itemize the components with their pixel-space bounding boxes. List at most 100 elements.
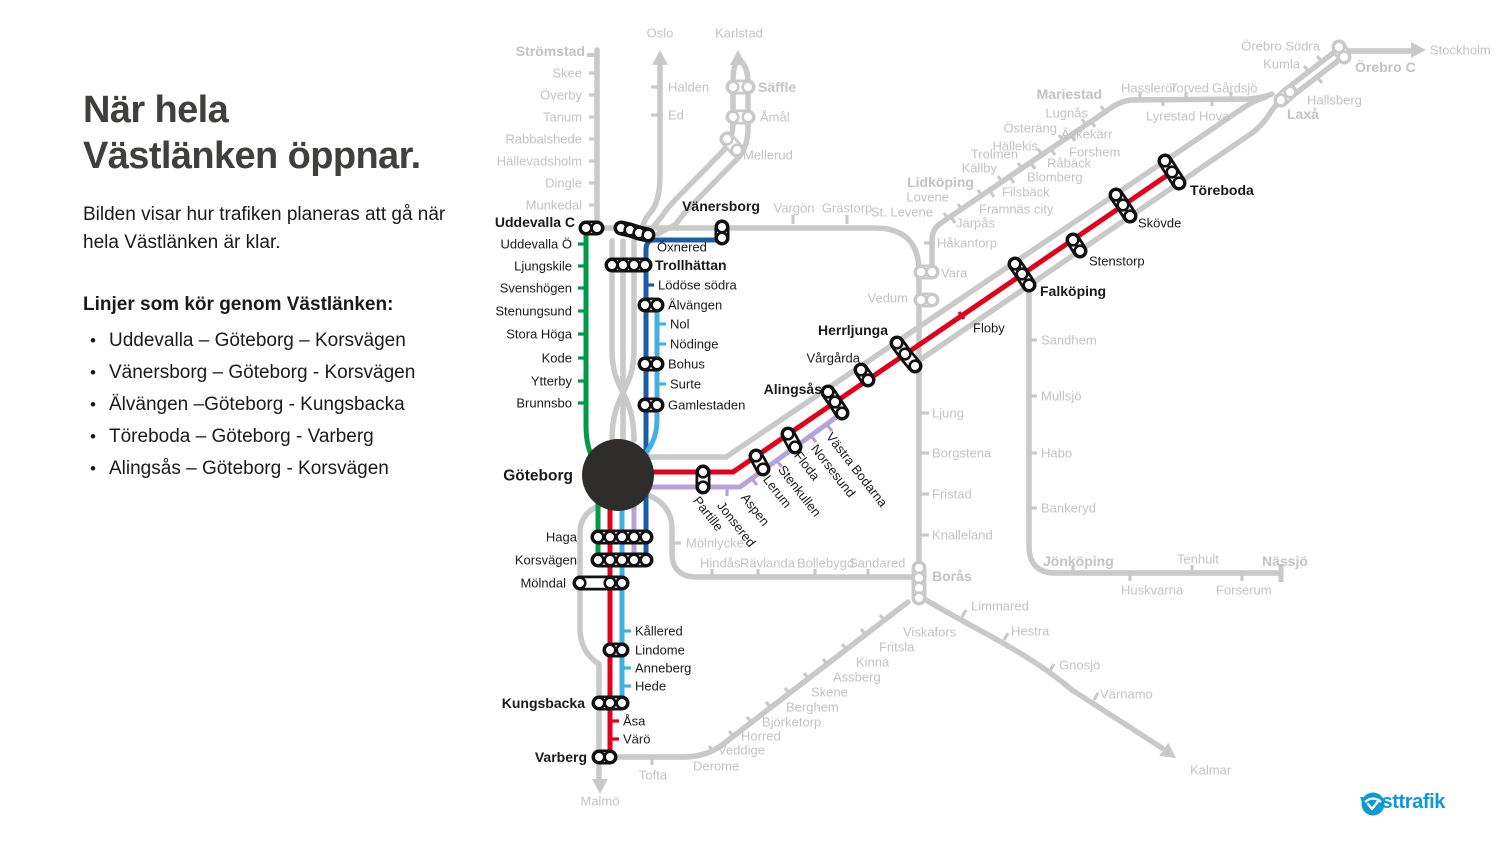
station-interchange-node	[1022, 278, 1036, 292]
station-label: Blomberg	[1027, 170, 1083, 185]
station-label: Bohus	[668, 357, 705, 372]
station-label: Lödöse södra	[658, 278, 738, 293]
station-label: Tofta	[639, 768, 668, 783]
station-interchange-node	[573, 576, 587, 590]
station-interchange-node	[788, 440, 802, 454]
station-label: Forshem	[1069, 145, 1120, 160]
station-interchange-node	[756, 462, 770, 476]
intro-text: Bilden visar hur trafiken planeras att g…	[83, 204, 446, 253]
station-label: Kumla	[1263, 57, 1301, 72]
station-tick	[1016, 162, 1024, 170]
text-block: När hela Västlänken öppnar. Bilden visar…	[83, 88, 513, 490]
station-label: Lyrestad	[1146, 109, 1195, 124]
rail-line-gray	[612, 599, 911, 760]
station-label: Skene	[811, 685, 848, 700]
rail-line-gray	[918, 594, 1165, 751]
station-interchange-node	[650, 298, 664, 312]
station-label: Herrljunga	[818, 322, 888, 338]
station-label: Fristad	[932, 487, 972, 502]
station-label: Bollebygd	[797, 556, 854, 571]
station-label: Alingsås	[764, 381, 823, 397]
station-label: Värö	[623, 732, 650, 747]
rail-line-gray	[1026, 285, 1284, 576]
station-label: Rabbalshede	[505, 132, 582, 147]
station-label: Äskekärr	[1061, 127, 1113, 142]
rail-line-gray	[1282, 47, 1340, 93]
vasttrafik-logo: västtrafik	[1360, 791, 1445, 816]
station-interchange-node	[603, 643, 617, 657]
station-interchange-node	[1283, 85, 1297, 99]
station-label: Nol	[670, 317, 690, 332]
station-label: Älvängen	[668, 298, 722, 313]
station-label: Järpås	[956, 216, 996, 231]
station-label: Vargön	[774, 201, 815, 216]
station-label: Ytterby	[531, 374, 573, 389]
station-interchange-node	[615, 576, 629, 590]
station-interchange-node	[638, 398, 652, 412]
station-tick	[957, 311, 966, 320]
station-label: Gamlestaden	[668, 398, 745, 413]
station-label: Anneberg	[635, 661, 691, 676]
station-label: Källby	[962, 161, 998, 176]
station-label: Lugnås	[1045, 106, 1088, 121]
station-label: Sandhem	[1041, 333, 1097, 348]
station-label: Huskvarna	[1121, 583, 1184, 598]
station-label: Stenstorp	[1089, 254, 1145, 269]
station-interchange-node	[726, 80, 740, 94]
station-interchange-node	[639, 530, 653, 544]
station-interchange-node	[908, 359, 922, 373]
station-label: Laxå	[1287, 106, 1319, 122]
station-label: Floby	[973, 321, 1005, 336]
station-label: Mölnlycke	[686, 536, 744, 551]
station-label: Ljungskile	[514, 259, 572, 274]
station-label: Ed	[668, 108, 684, 123]
station-label: Habo	[1041, 446, 1072, 461]
station-interchange-node	[1073, 244, 1087, 258]
station-label: Malmö	[580, 794, 619, 809]
station-tick	[878, 613, 887, 623]
station-interchange-node	[638, 298, 652, 312]
station-interchange-node	[861, 373, 875, 387]
station-interchange-node	[638, 357, 652, 371]
station-label: Nödinge	[670, 337, 718, 352]
station-tick	[1057, 134, 1065, 142]
station-tick	[988, 190, 996, 198]
station-interchange-node	[1332, 40, 1346, 54]
station-interchange-node	[1172, 176, 1186, 190]
station-label: Borås	[932, 568, 972, 584]
page-title: När hela Västlänken öppnar.	[83, 89, 421, 177]
station-label: Bankeryd	[1041, 501, 1096, 516]
station-interchange-node	[1015, 267, 1029, 281]
station-label: Filsbäck	[1002, 185, 1050, 200]
station-interchange-node	[615, 553, 629, 567]
station-label: Karlstad	[715, 26, 763, 41]
station-label: Mullsjö	[1041, 389, 1081, 404]
station-tick	[996, 175, 1004, 183]
station-tick	[1008, 176, 1016, 184]
vasttrafik-logo-icon	[1361, 792, 1385, 816]
station-label: Trolmen	[971, 147, 1018, 162]
station-interchange-node	[605, 258, 619, 272]
station-interchange-node	[854, 363, 868, 377]
station-tick	[1069, 134, 1077, 142]
station-interchange-node	[627, 553, 641, 567]
station-interchange-node	[898, 347, 912, 361]
station-label: Åsa	[623, 714, 646, 729]
station-label: Borgstena	[932, 446, 992, 461]
station-label: Limmared	[971, 599, 1029, 614]
station-tick	[1080, 118, 1088, 126]
station-interchange-node	[1165, 165, 1179, 179]
station-label: Hasslerör	[1121, 81, 1177, 96]
station-label: Örebro C	[1355, 59, 1416, 75]
station-label: Kalmar	[1190, 763, 1232, 778]
station-tick	[802, 671, 811, 681]
station-interchange-node	[914, 293, 928, 307]
station-label: Mellerud	[743, 148, 793, 163]
station-label: Grästorp	[822, 201, 873, 216]
station-interchange-node	[641, 228, 655, 242]
station-label: Assberg	[833, 670, 881, 685]
station-tick	[976, 189, 984, 197]
station-label: Stockholm	[1430, 43, 1491, 58]
route-item: Uddevalla – Göteborg – Korsvägen	[83, 330, 513, 352]
